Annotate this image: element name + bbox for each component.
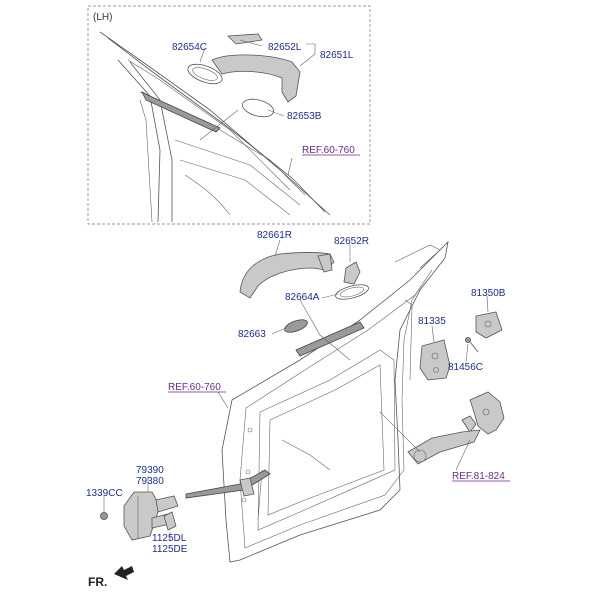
label-82653B: 82653B (287, 111, 322, 122)
door-hinge (100, 491, 179, 541)
label-82663: 82663 (238, 329, 266, 340)
bolt-1125DL (163, 511, 177, 531)
main-handle-end (317, 253, 333, 273)
bolt-81456C (465, 337, 471, 343)
gasket-82664A (335, 284, 369, 300)
inset-gasket-rear (242, 98, 274, 118)
label-81335: 81335 (418, 316, 446, 327)
inset-ref[interactable]: REF.60-760 (302, 145, 355, 156)
inset-handle-cap (227, 33, 263, 45)
striker-81350B (475, 311, 503, 339)
label-81456C: 81456C (448, 362, 483, 373)
gasket-82663 (284, 319, 308, 333)
main-door-frame (221, 240, 449, 563)
inset-border (87, 5, 371, 225)
label-82651L: 82651L (320, 50, 354, 61)
main-ref-60-760[interactable]: REF.60-760 (168, 382, 221, 393)
label-82654C: 82654C (172, 42, 207, 53)
label-1125DL: 1125DL (152, 533, 187, 544)
front-direction-label: FR. (88, 575, 107, 589)
arrow-icon (114, 566, 134, 580)
label-82652R: 82652R (334, 236, 369, 247)
label-79390: 79390 (136, 465, 164, 476)
label-1339CC: 1339CC (86, 488, 123, 499)
label-82661R: 82661R (257, 230, 292, 241)
lh-inset: (LH) 82654C 82652L 826 (87, 5, 371, 225)
main-handle-cover (239, 252, 335, 299)
inset-handle-cover (211, 54, 301, 103)
inset-title: (LH) (93, 12, 112, 23)
main-ref-81-824[interactable]: REF.81-824 (452, 471, 505, 482)
label-82664A: 82664A (285, 292, 320, 303)
label-1125DE: 1125DE (152, 544, 188, 555)
striker-81335 (419, 339, 451, 381)
label-82652L: 82652L (268, 42, 302, 53)
label-79380: 79380 (136, 476, 164, 487)
inset-gasket-front (187, 63, 223, 85)
label-81350B: 81350B (471, 288, 506, 299)
nut-1339CC (100, 512, 108, 520)
main-handle-cap (343, 261, 361, 285)
door-latch-assembly (379, 391, 505, 465)
front-direction-indicator: FR. (88, 566, 134, 589)
door-cable (185, 469, 271, 499)
inset-door-frame (99, 31, 331, 223)
